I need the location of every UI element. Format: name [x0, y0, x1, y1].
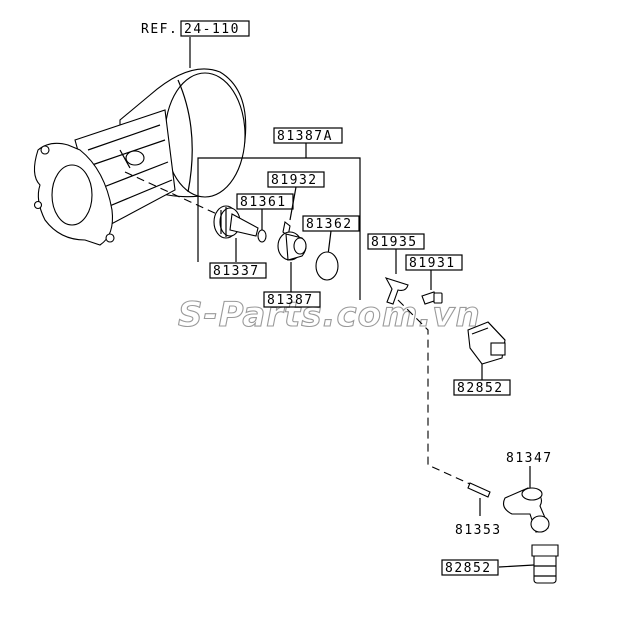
p81387-label: 81387 [267, 293, 314, 308]
vss-leader-dashed [397, 299, 471, 485]
ref-number: 24-110 [184, 22, 240, 37]
p81931-label: 81931 [409, 256, 456, 271]
housing-leader-dashed [124, 171, 231, 221]
p81361-label: 81361 [240, 195, 287, 210]
ref-prefix: REF. [141, 22, 178, 37]
ref-box [180, 20, 250, 37]
p82852a-box [453, 379, 511, 396]
p81353-label: 81353 [455, 523, 502, 538]
sensor-82852-lower [531, 544, 559, 584]
kit-bracket: 81387A [197, 127, 361, 300]
p81361-box [236, 193, 294, 210]
p81935-label: 81935 [371, 235, 418, 250]
p81931-box [405, 254, 463, 271]
sensor-82852-upper [467, 321, 506, 365]
clamp-81935 [384, 277, 409, 305]
p81932-label: 81932 [271, 173, 318, 188]
kit-label-box [273, 127, 343, 144]
pin-81353 [467, 482, 491, 498]
p81337-label: 81337 [213, 264, 260, 279]
p81347-label: 81347 [506, 451, 553, 466]
p81337-box [209, 262, 267, 279]
p82852a-label: 82852 [457, 381, 504, 396]
kit-label: 81387A [277, 129, 333, 144]
gear-81337 [213, 205, 259, 239]
p81387-box [263, 291, 321, 308]
bolt-81931 [421, 291, 443, 305]
o-ring-81361 [257, 229, 267, 243]
p82852b-label: 82852 [445, 561, 492, 576]
adapter-81347 [503, 487, 550, 533]
p81362-label: 81362 [306, 217, 353, 232]
ref-callout: REF. 24-110 [141, 20, 250, 68]
transfer-case-housing [33, 68, 247, 246]
o-ring-81362 [315, 251, 339, 281]
sleeve-81387 [277, 231, 307, 261]
p82852b-box [441, 559, 499, 576]
